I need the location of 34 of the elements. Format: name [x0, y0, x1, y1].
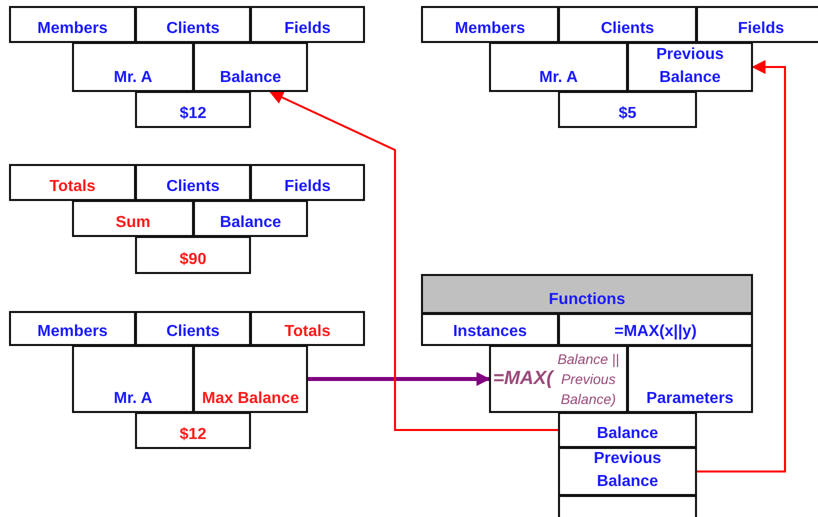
- table-cell: Fields: [250, 164, 365, 201]
- table-cell: Mr. A: [72, 345, 194, 413]
- formula-cell: =MAX( Balance || Previous Balance): [489, 345, 628, 413]
- table-cell: Clients: [135, 311, 251, 346]
- table-cell: Balance: [558, 412, 697, 448]
- table-cell: $12: [135, 412, 251, 449]
- header-cell: Functions: [421, 274, 753, 314]
- table-cell: =MAX(x||y): [558, 313, 753, 346]
- table-cell: Clients: [558, 6, 697, 43]
- table-cell: Members: [9, 6, 136, 43]
- table-cell: Mr. A: [489, 42, 628, 92]
- table-cell: Mr. A: [72, 42, 194, 92]
- arrow: [308, 372, 490, 386]
- table-cell: Fields: [250, 6, 365, 43]
- arrow: [697, 60, 786, 472]
- table-cell: Parameters: [627, 345, 753, 413]
- table-cell: Totals: [9, 164, 136, 201]
- table-cell: Members: [9, 311, 136, 346]
- table-cell: Totals: [250, 311, 365, 346]
- table-cell: Instances: [421, 313, 559, 346]
- table-cell: Sum: [72, 200, 194, 237]
- table-cell: Previous Balance: [627, 42, 753, 92]
- table-cell: $5: [558, 91, 697, 128]
- table-cell: Balance: [193, 200, 308, 237]
- table-cell: Clients: [135, 6, 251, 43]
- table-cell: Clients: [135, 164, 251, 201]
- arrow: [269, 90, 558, 431]
- table-cell: Max Balance: [193, 345, 308, 413]
- table-cell: Members: [421, 6, 559, 43]
- table-cell: Fields: [696, 6, 818, 43]
- table-cell: $90: [135, 236, 251, 274]
- table-cell: $12: [135, 91, 251, 128]
- table-cell: Balance: [193, 42, 308, 92]
- table-cell: Previous Balance: [558, 447, 697, 496]
